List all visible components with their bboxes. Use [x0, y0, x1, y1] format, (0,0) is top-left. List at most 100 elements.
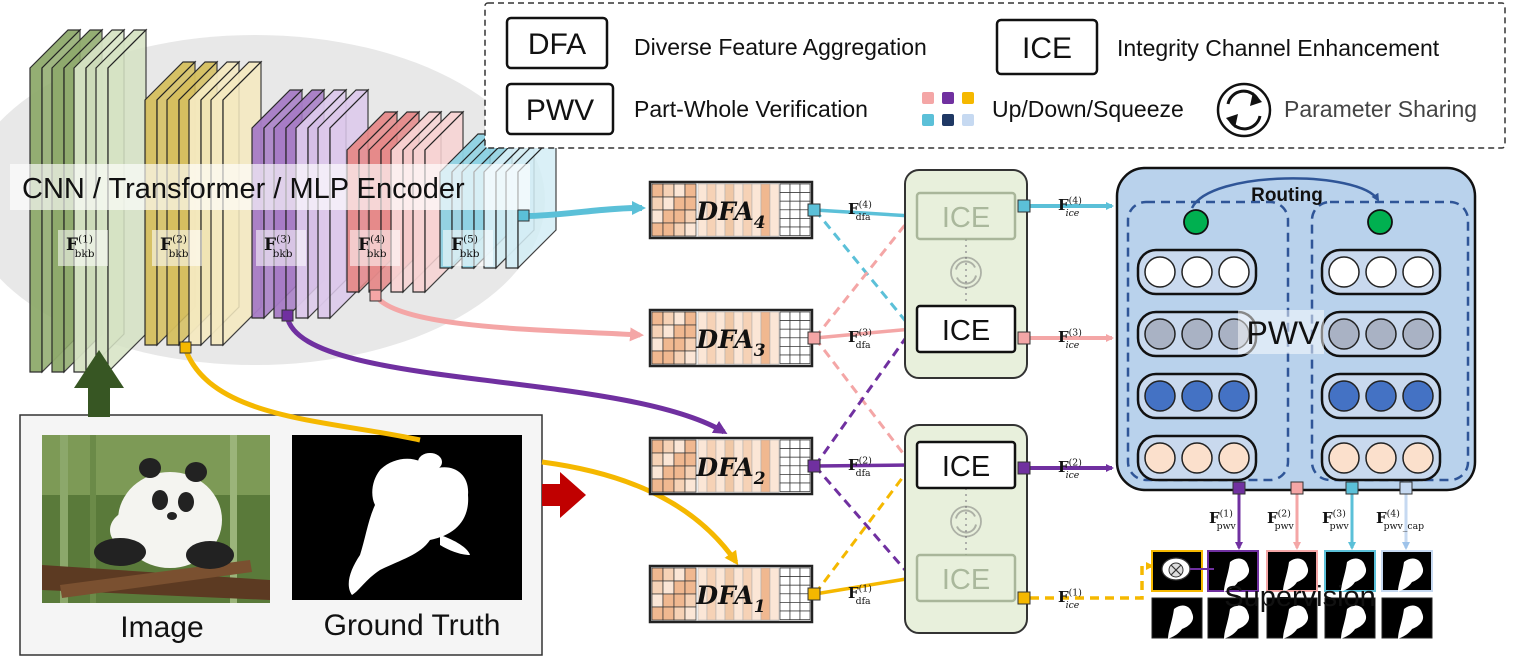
pwv-node [1181, 256, 1213, 288]
dfa-grid-cell [662, 593, 675, 608]
feature-label-bkb: F(4)bkb [358, 233, 387, 259]
legend-pwv-box [505, 82, 615, 136]
dfa-grid-cell-right [789, 218, 801, 228]
dfa-to-ice-solid [814, 575, 914, 596]
legend-updown-text: Up/Down/Squeeze [992, 96, 1184, 122]
dfa-grid-cell-right [779, 354, 791, 364]
dfa-grid-cell-right [789, 320, 801, 330]
dfa-grid-cell-right [789, 439, 801, 449]
dfa-grid-cell [673, 324, 686, 339]
dfa-grid-cell-right [779, 567, 791, 577]
supervision-mask-shape [1398, 605, 1424, 639]
dfa-grid-cell [662, 606, 675, 621]
dfa-grid-cell [651, 196, 664, 211]
supervision-label: Supervision [1224, 581, 1376, 613]
pwv-node [1365, 380, 1397, 412]
ice-box [915, 304, 1017, 354]
dfa-output-label: F(4)dfa [848, 199, 872, 223]
dfa-grid-cell-right [799, 218, 811, 228]
dfa-grid-cell [684, 478, 697, 493]
pwv-node [1144, 256, 1176, 288]
feature-label-bkb: F(1)bkb [66, 233, 95, 259]
dfa-to-ice-dashed [813, 214, 914, 339]
pwv-node [1328, 380, 1360, 412]
dfa-grid-cell [684, 452, 697, 467]
dfa-grid-cell-right [779, 183, 791, 193]
dfa-output-tap [807, 459, 821, 473]
flow-bkb3-to-dfa2 [284, 315, 728, 435]
pwv-node [1218, 442, 1250, 474]
pwv-node [1181, 318, 1213, 350]
ice-output-label: F(4)ice [1058, 195, 1082, 219]
pwv-right-column [1310, 200, 1470, 482]
dfa-grid-cell [651, 311, 664, 326]
dfa-grid-cell-right [789, 328, 801, 339]
dfa-grid-cell-right [779, 584, 791, 595]
feature-label-bkb: F(5)bkb [451, 233, 480, 259]
dfa-grid-cell-right [779, 448, 791, 458]
ice-output-tap [1017, 461, 1031, 475]
dfa-grid-cell [651, 183, 664, 198]
pwv-node [1365, 256, 1397, 288]
pwv-node [1181, 442, 1213, 474]
pwv-node [1144, 442, 1176, 474]
dfa-grid-cell [684, 465, 697, 480]
pwv-capsules [1136, 209, 1442, 482]
pwv-output-tap [1290, 481, 1304, 495]
dfa-grid-cell [673, 196, 686, 211]
pwv-module: Routing PWV [1115, 166, 1477, 492]
dfa-grid-cell [684, 350, 697, 365]
ice-box-label: ICE [942, 202, 990, 234]
parameter-sharing-icon [1216, 82, 1272, 138]
dfa-grid-cell [651, 465, 664, 480]
pwv-output-label: F(2)pwv [1267, 508, 1295, 532]
gt-label: Ground Truth [324, 609, 501, 642]
pwv-node [1402, 380, 1434, 412]
encoder-title: CNN / Transformer / MLP Encoder [22, 173, 465, 205]
panda-image [42, 435, 270, 603]
dfa-grid-cell [651, 209, 664, 224]
dfa-grid-cell [651, 606, 664, 621]
dfa-to-ice-dashed [813, 463, 914, 595]
pwv-routing-node [1183, 209, 1209, 235]
tap-bkb4 [517, 209, 530, 222]
dfa-grid-cell-right [779, 200, 791, 211]
dfa-grid-cell-right [779, 456, 791, 467]
dfa-grid-cell [662, 478, 675, 493]
dfa-grid-cell-right [799, 346, 811, 356]
pwv-node [1218, 256, 1250, 288]
supervision-mask-shape [1168, 605, 1194, 639]
dfa-grid-cell-right [779, 465, 791, 475]
dfa-grid-cell [684, 196, 697, 211]
supervision-mask-shape [1224, 605, 1250, 639]
dfa-grid-cell-right [789, 337, 801, 347]
dfa-grid-cell-right [799, 474, 811, 484]
dfa-grid-cell [651, 222, 664, 237]
pwv-node [1402, 318, 1434, 350]
flow-bkb4-to-dfa4 [525, 201, 646, 219]
ice-output-label: F(3)ice [1058, 327, 1082, 351]
dfa-grid-cell [673, 567, 686, 582]
feature-label-bg [152, 230, 202, 266]
dfa-grid-cell-right [789, 200, 801, 211]
dfa-grid-cell [684, 337, 697, 352]
dfa-grid-cell-right [789, 465, 801, 475]
dfa-grid-cell-right [799, 439, 811, 449]
dfa-grid-cell-right [779, 226, 791, 236]
routing-label: Routing [1251, 185, 1323, 206]
dfa-grid-cell-right [779, 320, 791, 330]
ice-box-label: ICE [942, 451, 990, 483]
dfa-grid-cell [662, 183, 675, 198]
ice-box [915, 553, 1017, 603]
pwv-output-label: F(4)pwv_cap [1376, 508, 1424, 532]
ice-box-label: ICE [942, 564, 990, 596]
dfa-grid-cell [662, 209, 675, 224]
dfa-label: DFA2 [695, 453, 765, 489]
feature-label-bg [58, 230, 108, 266]
dfa-grid-cell [662, 337, 675, 352]
dfa-grid-cell-right [799, 226, 811, 236]
dfa-grid-cell-right [799, 602, 811, 612]
dfa-grid-cell [684, 183, 697, 198]
